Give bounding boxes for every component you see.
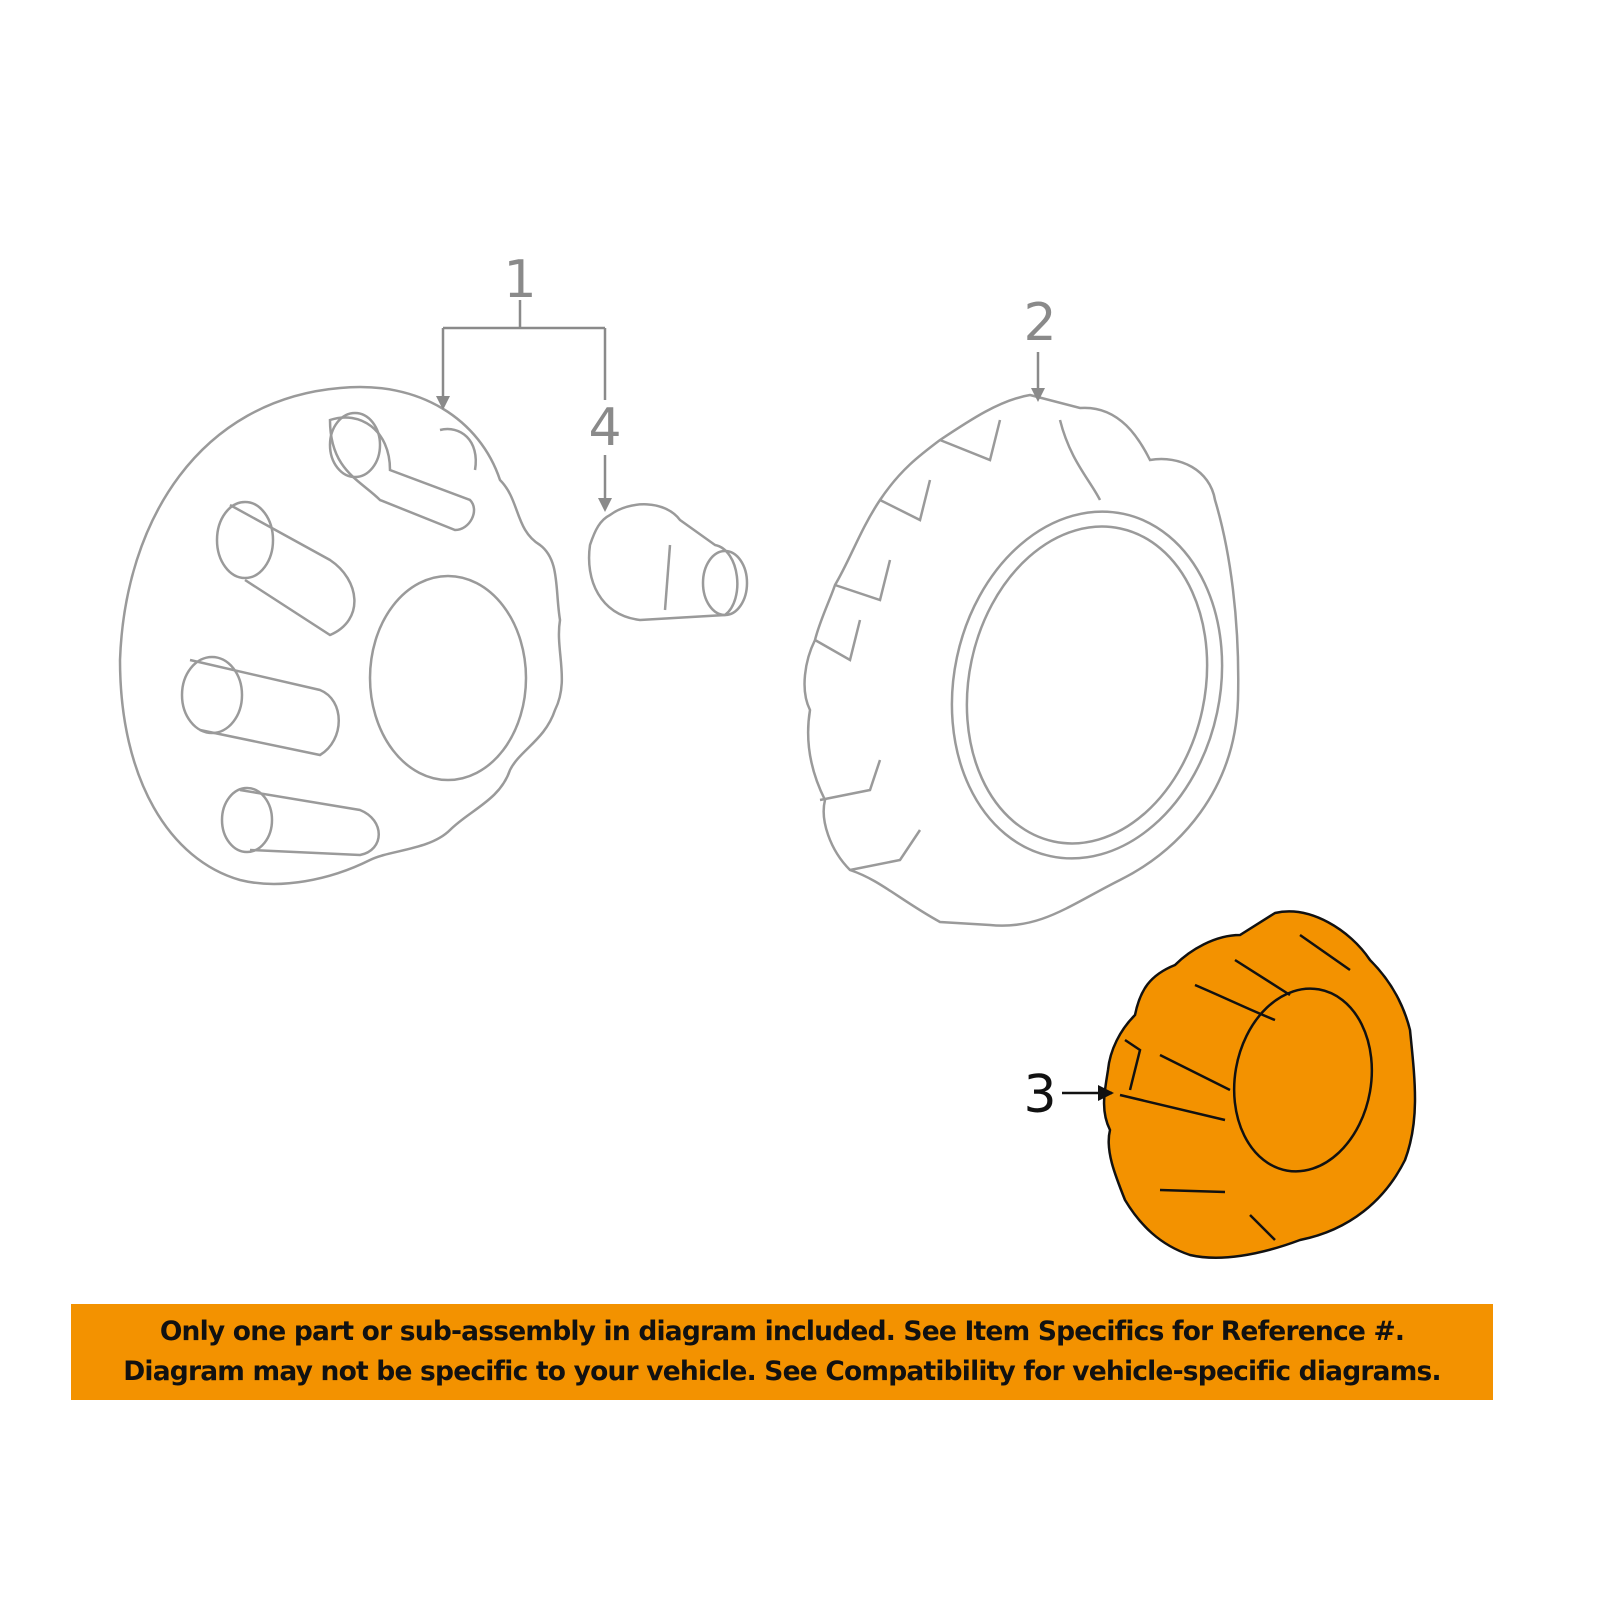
callout-1: 1 [503, 250, 536, 310]
part-4-lug-nut[interactable] [587, 503, 749, 622]
disclaimer-banner: Only one part or sub-assembly in diagram… [71, 1304, 1493, 1400]
callout-2: 2 [1023, 293, 1056, 353]
arrowheads [436, 388, 1114, 1101]
part-3-center-cap-highlighted[interactable] [1102, 910, 1417, 1259]
disclaimer-line-1: Only one part or sub-assembly in diagram… [159, 1316, 1405, 1347]
callout-3: 3 [1023, 1065, 1056, 1125]
part-2-center-cap[interactable] [803, 393, 1254, 927]
part-1-hub[interactable] [118, 385, 564, 886]
disclaimer-line-2: Diagram may not be specific to your vehi… [123, 1356, 1441, 1387]
callout-leaders [441, 300, 1112, 1095]
callout-4: 4 [588, 398, 621, 458]
